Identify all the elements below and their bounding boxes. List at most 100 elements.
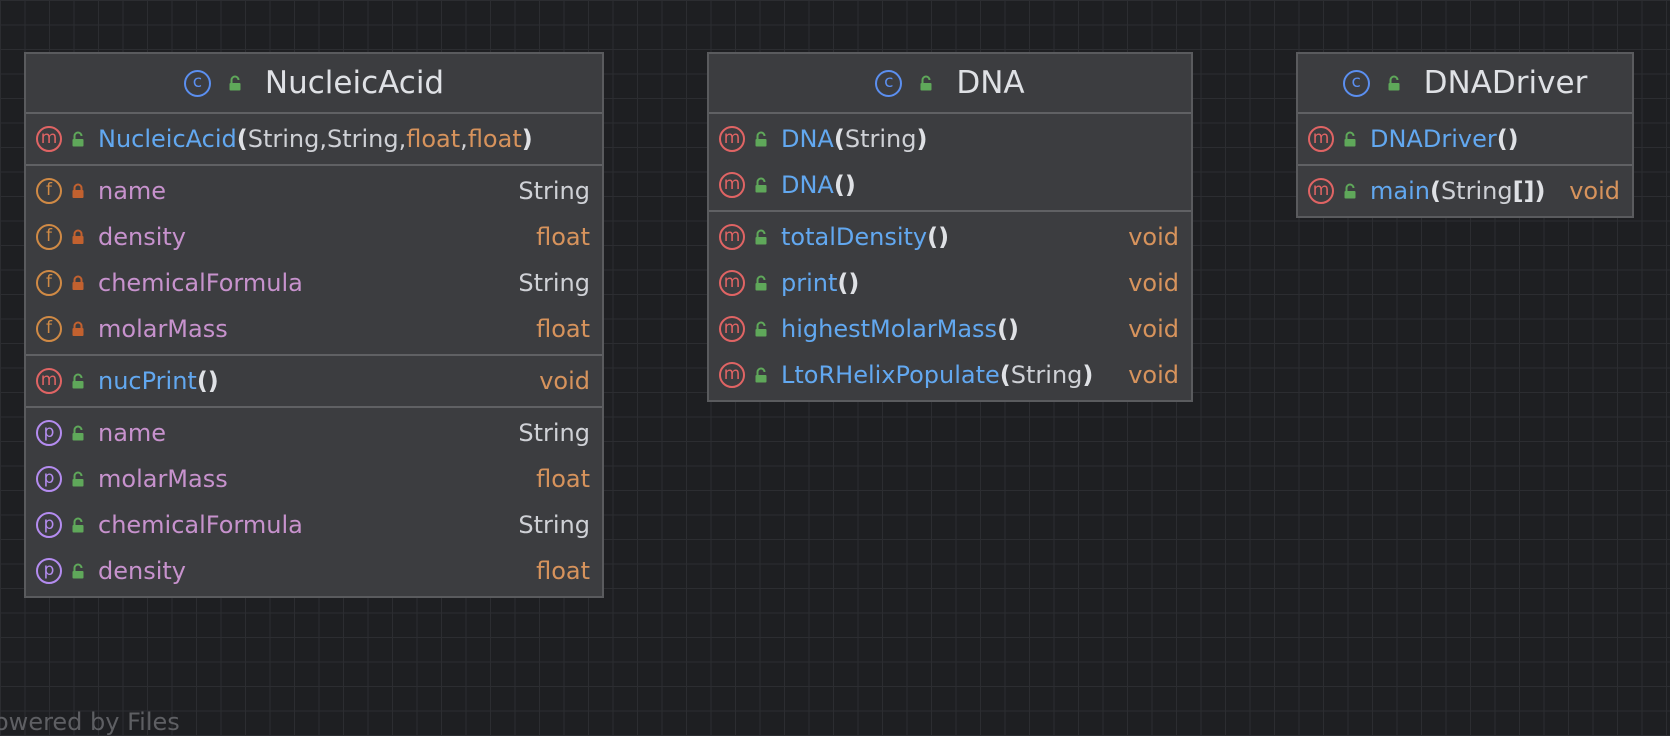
- public-lock-icon: [70, 131, 86, 147]
- paren-close: ): [848, 269, 860, 297]
- private-lock-icon: [70, 321, 86, 337]
- return-type: float: [536, 223, 590, 251]
- paren-open: (: [833, 125, 845, 153]
- method-name: LtoRHelixPopulate: [781, 361, 1000, 389]
- method-row[interactable]: m DNA(): [709, 162, 1191, 208]
- return-type: float: [536, 557, 590, 585]
- class-header: c DNA: [709, 54, 1191, 114]
- return-type: void: [1128, 361, 1179, 389]
- paren-open: (: [999, 361, 1011, 389]
- return-type: float: [536, 465, 590, 493]
- public-lock-icon: [753, 367, 769, 383]
- property-row[interactable]: p chemicalFormula String: [26, 502, 602, 548]
- method-name: nucPrint: [98, 367, 197, 395]
- method-icon: m: [719, 224, 745, 250]
- param-type: String: [247, 125, 320, 153]
- property-name: molarMass: [98, 465, 228, 493]
- paren-close: ): [916, 125, 928, 153]
- class-icon: c: [875, 69, 903, 97]
- public-lock-icon: [1386, 75, 1402, 91]
- return-type: String: [518, 511, 590, 539]
- paren-close: ): [1082, 361, 1094, 389]
- class-icon: c: [183, 69, 211, 97]
- private-lock-icon: [70, 275, 86, 291]
- paren-close: ): [1507, 125, 1519, 153]
- field-name: chemicalFormula: [98, 269, 303, 297]
- method-name: main: [1370, 177, 1430, 205]
- method-name: totalDensity: [781, 223, 928, 251]
- return-type: void: [1569, 177, 1620, 205]
- paren-open: (: [927, 223, 939, 251]
- class-name: DNA: [956, 65, 1025, 101]
- public-lock-icon: [227, 75, 243, 91]
- param-type: String: [844, 125, 917, 153]
- field-icon: f: [36, 178, 62, 204]
- return-type: String: [518, 419, 590, 447]
- return-type: String: [518, 269, 590, 297]
- return-type: void: [539, 367, 590, 395]
- method-icon: m: [719, 270, 745, 296]
- public-lock-icon: [70, 471, 86, 487]
- method-icon: m: [719, 172, 745, 198]
- public-lock-icon: [70, 425, 86, 441]
- method-name: DNA: [781, 171, 834, 199]
- private-lock-icon: [70, 229, 86, 245]
- property-name: chemicalFormula: [98, 511, 303, 539]
- method-icon: m: [36, 368, 62, 394]
- field-row[interactable]: f density float: [26, 214, 602, 260]
- field-name: density: [98, 223, 186, 251]
- method-icon: m: [719, 362, 745, 388]
- paren-close: ): [1008, 315, 1019, 343]
- footer-text: owered by Files: [0, 708, 180, 736]
- paren-open: (: [196, 367, 208, 395]
- param-type: float: [406, 125, 461, 153]
- param-separator: ,: [398, 125, 407, 153]
- method-icon: m: [1308, 126, 1334, 152]
- public-lock-icon: [753, 321, 769, 337]
- public-lock-icon: [70, 563, 86, 579]
- field-icon: f: [36, 224, 62, 250]
- property-name: density: [98, 557, 186, 585]
- paren-close: ): [844, 171, 856, 199]
- field-row[interactable]: f chemicalFormula String: [26, 260, 602, 306]
- paren-open: (: [1429, 177, 1441, 205]
- method-icon: m: [719, 316, 745, 342]
- class-name: NucleicAcid: [264, 65, 445, 101]
- class-icon: c: [1342, 69, 1370, 97]
- field-icon: f: [36, 270, 62, 296]
- paren-close: ): [521, 125, 533, 153]
- public-lock-icon: [918, 75, 934, 91]
- method-icon: m: [36, 126, 62, 152]
- public-lock-icon: [1342, 131, 1358, 147]
- return-type: void: [1128, 223, 1179, 251]
- property-icon: p: [36, 512, 62, 538]
- paren-close: ): [1534, 177, 1546, 205]
- field-name: name: [98, 177, 167, 205]
- paren-open: (: [236, 125, 248, 153]
- class-header: c NucleicAcid: [26, 54, 602, 114]
- paren-open: (: [833, 171, 845, 199]
- paren-open: (: [1496, 125, 1508, 153]
